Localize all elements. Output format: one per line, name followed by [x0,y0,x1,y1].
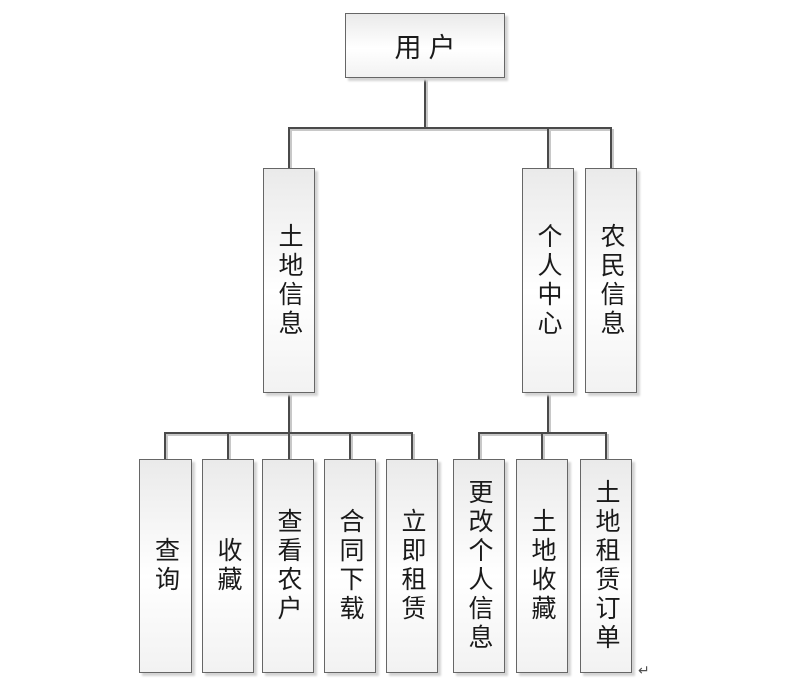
node-edit-personal-info: 更改个人信息 [453,459,505,673]
connector-drop-rent-now [411,432,413,459]
node-label: 土地租赁订单 [592,479,620,653]
node-land-rental-orders: 土地租赁订单 [580,459,632,673]
connector-root-stem [424,78,426,128]
node-label: 农民信息 [597,222,625,339]
node-label: 土地收藏 [528,508,556,624]
connector-drop-favorite [227,432,229,459]
node-farmer-info: 农民信息 [585,168,637,393]
connector-personal-center-stem [547,393,549,433]
node-label: 收藏 [214,537,242,595]
connector-drop-land-favorites [541,432,543,459]
node-label: 用户 [394,33,463,63]
node-land-favorites: 土地收藏 [516,459,568,673]
connector-drop-land-info [288,127,290,168]
node-personal-center: 个人中心 [522,168,574,393]
connector-drop-farmer-info [610,127,612,168]
node-query: 查询 [139,459,192,673]
connector-drop-contract-download [349,432,351,459]
node-favorite: 收藏 [202,459,254,673]
node-rent-now: 立即租赁 [386,459,438,673]
node-label: 土地信息 [275,222,303,339]
node-label: 查询 [151,537,180,595]
node-label: 查看农户 [274,508,302,624]
node-view-farmers: 查看农户 [262,459,314,673]
node-label: 立即租赁 [398,508,426,624]
connector-drop-view-farmers [288,432,290,459]
node-label: 合同下载 [336,508,364,624]
node-label: 个人中心 [534,222,562,339]
connector-land-info-stem [288,393,290,433]
node-user: 用户 [345,13,505,78]
paragraph-return-icon: ↵ [638,662,650,678]
node-contract-download: 合同下载 [324,459,376,673]
connector-level2-rail [288,127,612,129]
connector-drop-land-rental-orders [605,432,607,459]
connector-drop-edit-personal-info [478,432,480,459]
connector-drop-query [164,432,166,459]
node-label: 更改个人信息 [465,479,493,653]
connector-drop-personal-center [547,127,549,168]
node-land-info: 土地信息 [263,168,315,393]
